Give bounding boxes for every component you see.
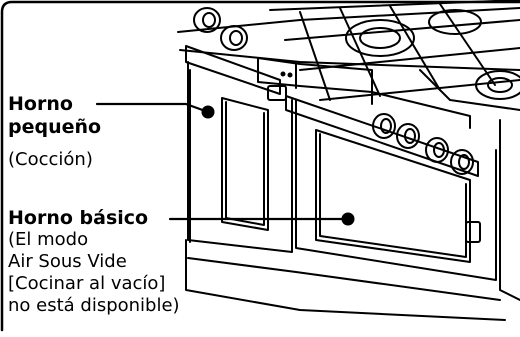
small-oven-title-line2: pequeño bbox=[8, 116, 102, 138]
basic-oven-title: Horno básico bbox=[8, 207, 149, 229]
basic-oven-note-line2: Air Sous Vide bbox=[8, 251, 127, 272]
large-oven-door bbox=[295, 99, 497, 281]
basic-oven-note-line1: (El modo bbox=[8, 229, 89, 250]
small-oven-note: (Cocción) bbox=[8, 149, 93, 170]
callout-dot-small-oven bbox=[201, 105, 215, 119]
callout-dot-basic-oven bbox=[341, 212, 355, 226]
range-top-edge bbox=[177, 7, 520, 33]
basic-oven-note-line3: [Cocinar al vacío] bbox=[8, 273, 166, 294]
small-oven-door bbox=[187, 61, 293, 253]
small-oven-title-line1: Horno bbox=[8, 93, 73, 115]
knob bbox=[193, 7, 221, 33]
knob bbox=[372, 113, 474, 175]
callout-line-small-oven bbox=[95, 102, 210, 114]
grates bbox=[269, 0, 520, 111]
range-side bbox=[499, 119, 520, 301]
basic-oven-note-line4: no está disponible) bbox=[8, 295, 180, 316]
knob bbox=[220, 25, 248, 51]
range-front-top bbox=[179, 49, 520, 71]
